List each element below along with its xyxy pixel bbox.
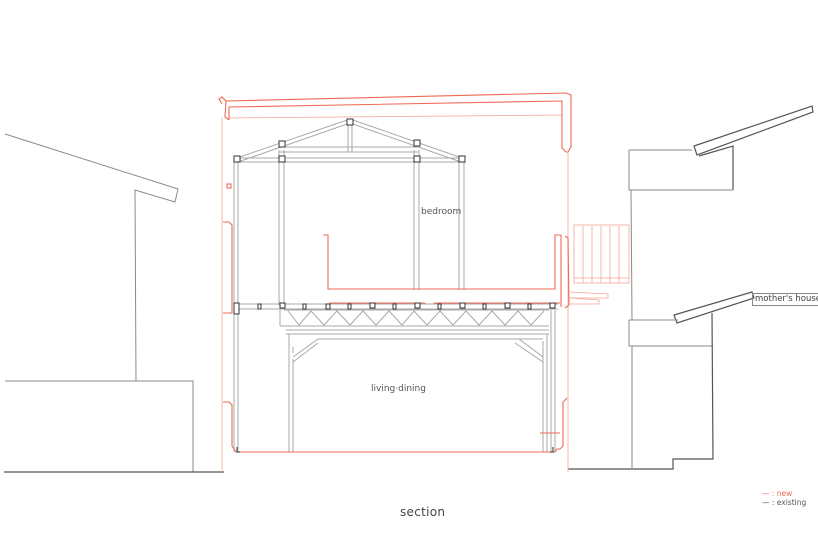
new-floor-slab (231, 445, 560, 453)
existing-roof-truss (233, 118, 466, 452)
legend-item-new: — : new (762, 489, 793, 498)
existing-floor-beam (233, 302, 558, 335)
existing-ground-frame (288, 310, 560, 452)
drawing-title: section (400, 505, 446, 519)
new-roof (218, 92, 572, 472)
legend: — : new — : existing (762, 489, 806, 507)
new-balcony (569, 224, 630, 305)
new-side-walls (223, 221, 570, 450)
neighbor-tag-mothers-house: mother's house (752, 293, 818, 306)
room-label-living-dining: living·dining (371, 384, 426, 394)
new-bedroom-box (323, 234, 562, 307)
left-neighbor-house (4, 133, 224, 473)
room-label-bedroom: bedroom (421, 207, 462, 217)
legend-item-existing: — : existing (762, 498, 807, 507)
right-neighbor-house (568, 105, 814, 470)
